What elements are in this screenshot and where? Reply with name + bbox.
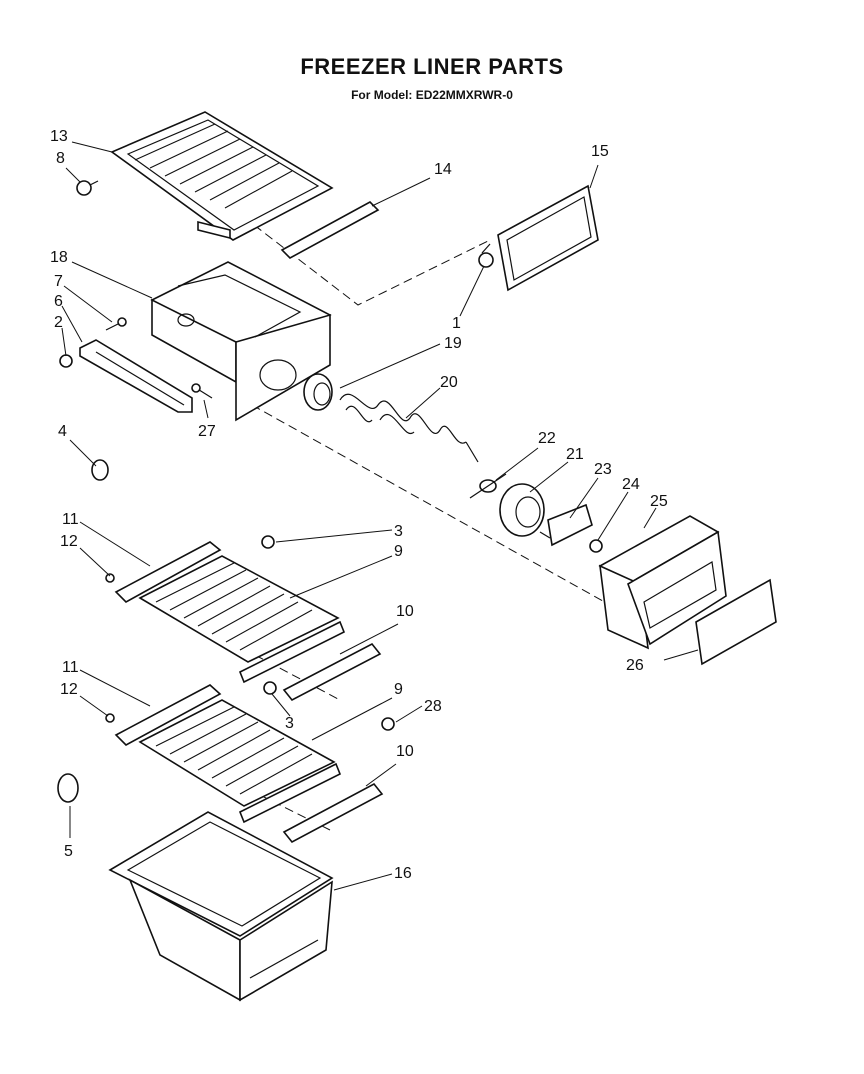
door-panel-26 [695,578,777,666]
clip-3-lower [263,681,277,695]
callout-21: 21 [566,446,584,463]
mounting-bracket-6 [79,339,193,413]
callout-13: 13 [50,128,68,145]
shelf-trim-14 [280,201,380,259]
model-subtitle: For Model: ED22MMXRWR-0 [351,88,513,102]
auger-nut-22 [469,473,507,499]
callout-12-upper: 12 [60,533,78,550]
alignment-line-top [231,207,491,306]
callout-12-lower: 12 [60,681,78,698]
alignment-line-main [251,404,611,606]
door-frame-15 [497,184,599,292]
callout-26: 26 [626,657,644,674]
auger-bearing-19 [303,373,333,411]
shelf-rail-10-lower [282,782,384,844]
callout-5: 5 [64,843,73,860]
clip-3-upper [261,535,275,549]
callout-23: 23 [594,461,612,478]
upper-wire-shelf [110,111,334,241]
callout-20: 20 [440,374,458,391]
clip-1 [478,243,494,268]
mounting-screw-7 [105,317,127,331]
storage-pan-16 [108,811,334,1002]
callout-25: 25 [650,493,668,510]
callout-2: 2 [54,314,63,331]
auger-coil-20 [339,393,479,463]
callout-28: 28 [424,698,442,715]
callout-6: 6 [54,293,63,310]
shelf-clip-8 [76,180,99,196]
callout-10-upper: 10 [396,603,414,620]
leader-lines [61,141,699,891]
callout-1: 1 [452,315,461,332]
fastener-2 [59,354,73,368]
callout-15: 15 [591,143,609,160]
callout-9-upper: 9 [394,543,403,560]
callout-27: 27 [198,423,216,440]
callout-9-lower: 9 [394,681,403,698]
callout-3-lower: 3 [285,715,294,732]
callout-18: 18 [50,249,68,266]
callout-4: 4 [58,423,67,440]
washer-24 [589,539,603,553]
screw-27 [191,383,213,399]
auger-drive-21 [499,483,545,537]
diagram-title: FREEZER LINER PARTS [300,54,564,79]
knob-5 [57,773,79,803]
callout-3-upper: 3 [394,523,403,540]
clip-28 [381,717,395,731]
callout-14: 14 [434,161,452,178]
ice-bucket-25 [598,515,727,650]
shelf-rail-10-upper [282,642,382,702]
callout-24: 24 [622,476,640,493]
shelf-trim-11-upper [114,541,222,603]
callout-11-lower: 11 [62,659,79,676]
callout-8: 8 [56,150,65,167]
lower-shelf-assembly [105,681,395,844]
ice-bin-housing [150,261,332,422]
callout-16: 16 [394,865,412,882]
middle-shelf-assembly [105,535,382,702]
wire-shelf-9-upper [138,555,340,663]
grommet-4 [91,459,109,481]
wire-shelf-9-lower [138,699,336,807]
blade-bracket-23 [539,503,593,547]
shelf-trim-11-lower [114,684,222,746]
callout-10-lower: 10 [396,743,414,760]
screw-12-upper [105,573,115,583]
callout-labels: 13 8 14 15 18 7 6 2 1 19 20 27 4 22 21 2… [50,128,668,882]
callout-19: 19 [444,335,462,352]
callout-7: 7 [54,273,63,290]
callout-22: 22 [538,430,556,447]
callout-11-upper: 11 [62,511,79,528]
